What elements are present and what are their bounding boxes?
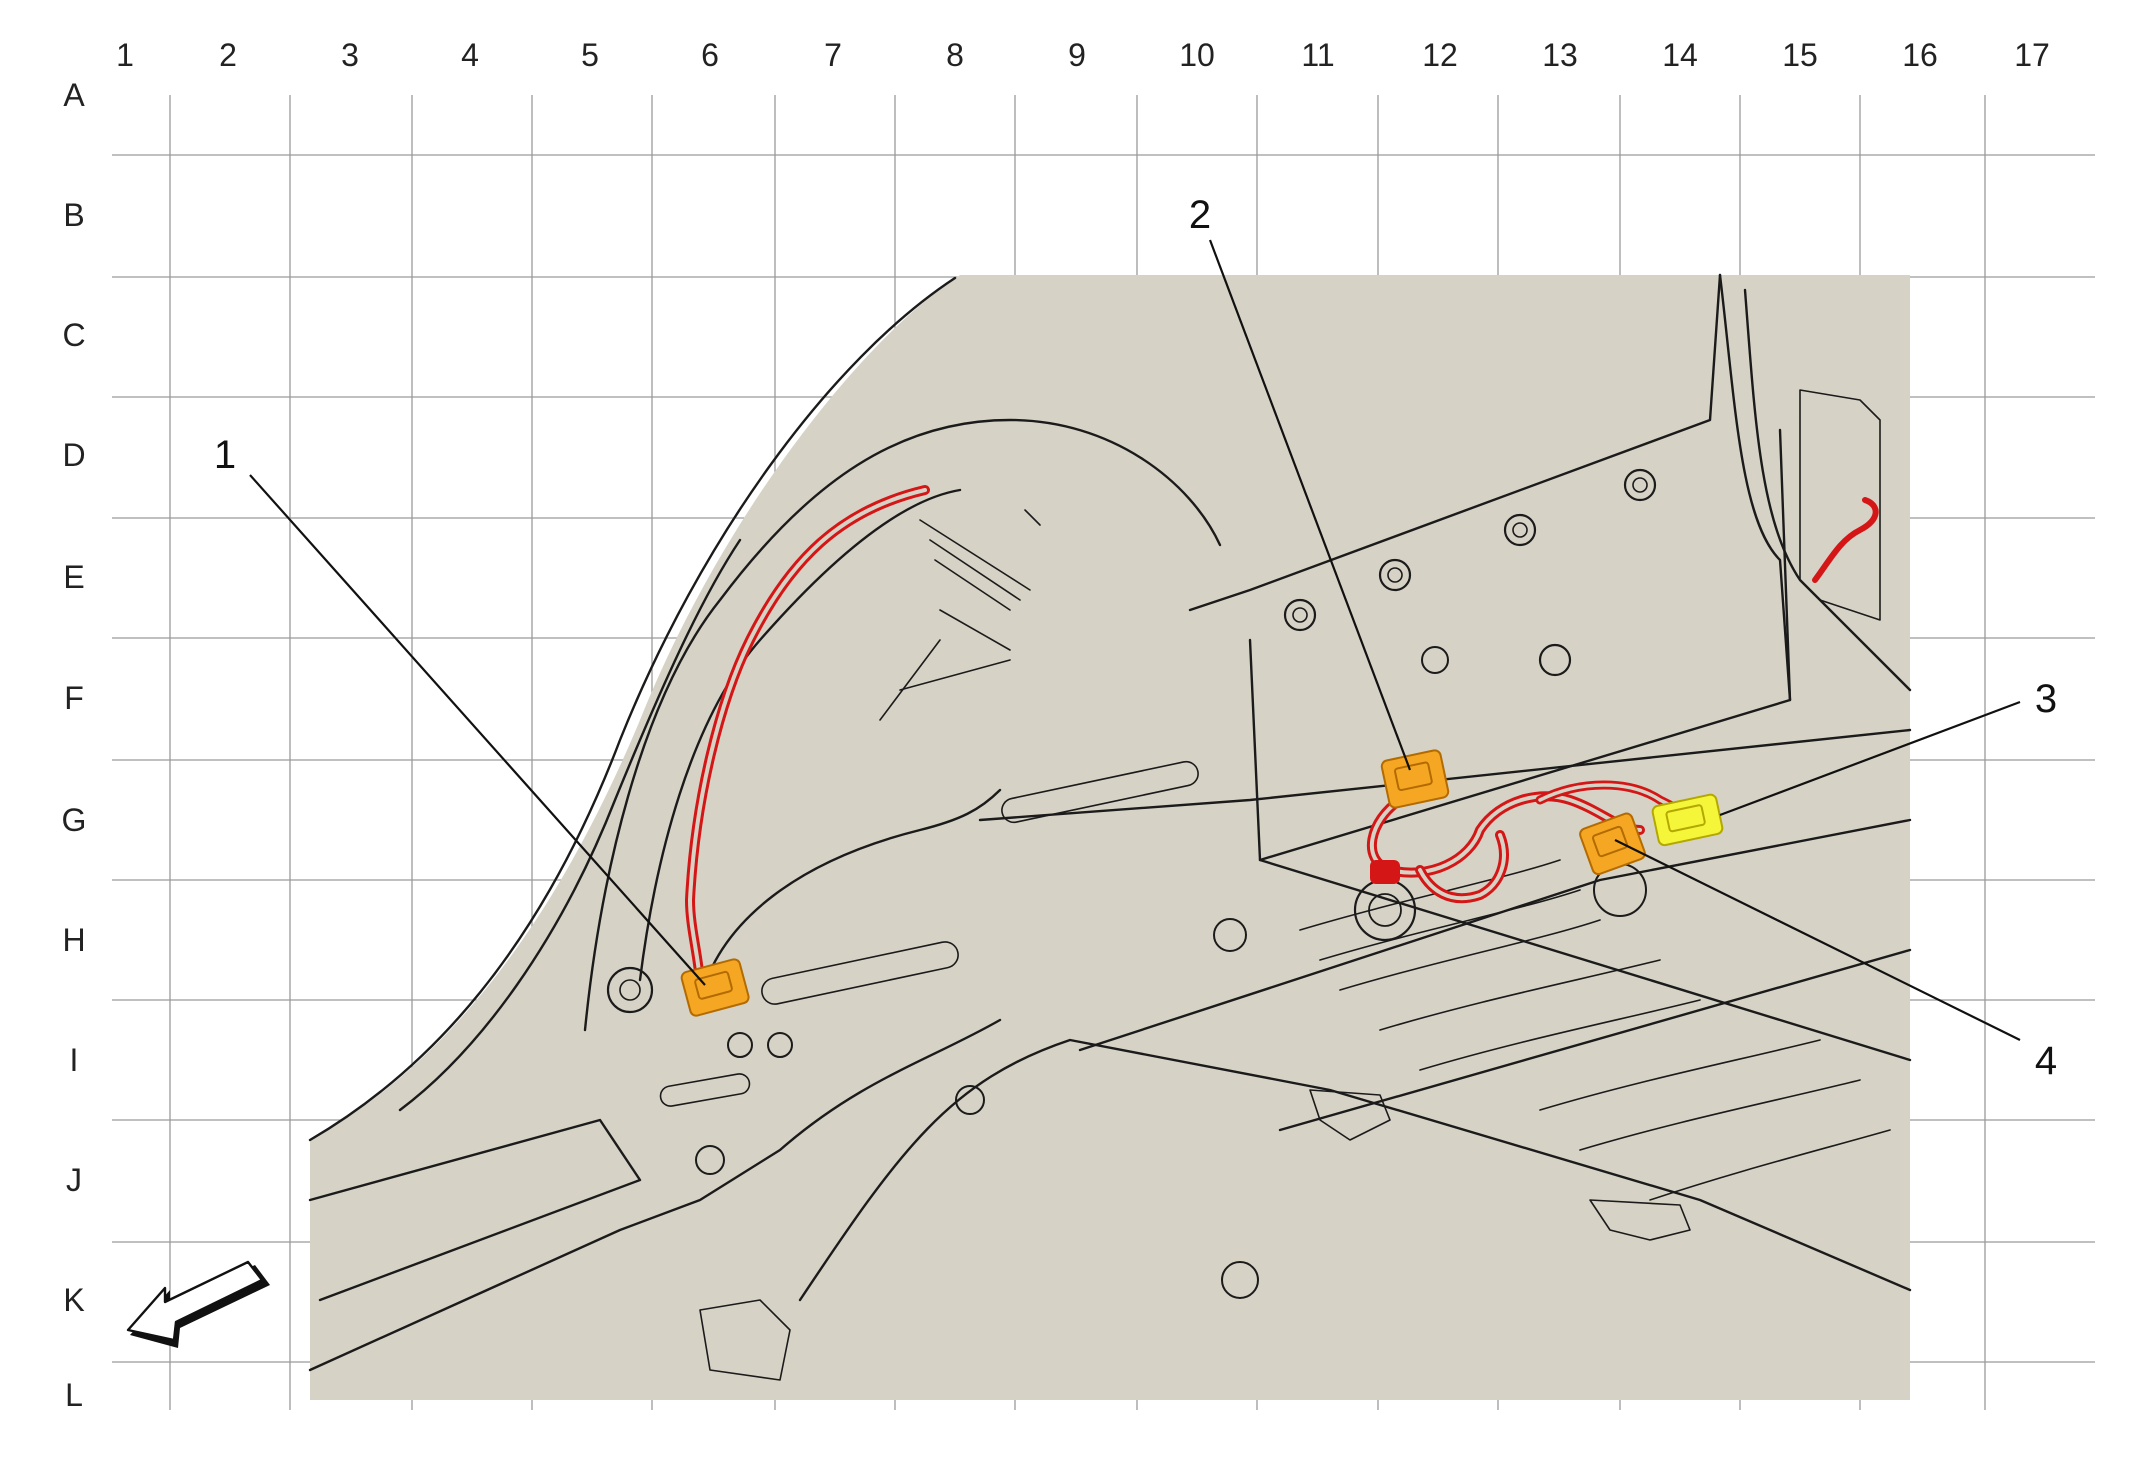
grid-column-label: 11 bbox=[1301, 37, 1334, 73]
harness-clip bbox=[1370, 860, 1400, 884]
floor-rail-upper bbox=[978, 728, 1912, 822]
rear-body-panel-lower bbox=[1248, 428, 1792, 862]
leader-2 bbox=[1208, 239, 1412, 771]
body-panel-shading bbox=[310, 275, 1910, 1400]
grid-column-label: 4 bbox=[461, 37, 479, 73]
forward-arrow-icon bbox=[126, 1260, 270, 1348]
callout-1-label: 1 bbox=[214, 433, 236, 477]
grid-row-label: C bbox=[62, 317, 85, 353]
callout-2-label: 2 bbox=[1189, 193, 1211, 237]
rear-panel-grommets bbox=[1283, 468, 1657, 677]
floor-crossmember bbox=[798, 1038, 1912, 1302]
connectors bbox=[680, 749, 1724, 1017]
grid-row-label: L bbox=[65, 1377, 83, 1413]
harness-rear-pillar-run bbox=[1812, 497, 1879, 583]
vehicle-illustration bbox=[308, 273, 1912, 1400]
grid-row-label: K bbox=[63, 1282, 84, 1318]
grid-row-label: G bbox=[62, 802, 87, 838]
slotted-stampings bbox=[659, 760, 1199, 1107]
rear-body-panel bbox=[1188, 273, 1722, 612]
grid-row-label: E bbox=[63, 559, 84, 595]
grid-row-label: I bbox=[70, 1042, 79, 1078]
grid-column-label: 6 bbox=[701, 37, 719, 73]
grid-row-label: D bbox=[62, 437, 85, 473]
wheelhouse-texture bbox=[879, 509, 1041, 721]
leader-3 bbox=[1719, 700, 2021, 817]
callout-3-label: 3 bbox=[2035, 677, 2057, 721]
grid-column-label: 9 bbox=[1068, 37, 1086, 73]
floor-rear-edge bbox=[1258, 858, 1912, 1062]
grid-column-label: 1 bbox=[116, 37, 134, 73]
grid-column-label: 3 bbox=[341, 37, 359, 73]
wiring-harness bbox=[685, 485, 1879, 995]
floor-rail-lower bbox=[1278, 948, 1912, 1132]
grid-column-label: 7 bbox=[824, 37, 842, 73]
grid-column-label: 12 bbox=[1422, 37, 1458, 73]
wheelhouse-lower-arch bbox=[698, 788, 1002, 1002]
grid-row-labels: A B C D E F G H I J K L bbox=[62, 77, 87, 1413]
lower-brackets bbox=[699, 1089, 1691, 1381]
floor-side-sill bbox=[308, 1018, 1002, 1372]
grid-column-label: 10 bbox=[1179, 37, 1215, 73]
harness-rear-run-core bbox=[1370, 794, 1642, 875]
callout-leaders bbox=[249, 239, 2021, 1041]
floor-rail-mid bbox=[1078, 818, 1912, 1052]
connector-2-icon bbox=[1380, 749, 1450, 809]
grid-column-label: 15 bbox=[1782, 37, 1818, 73]
quarter-panel-inner-edge bbox=[398, 538, 742, 1112]
harness-connector3-run-core bbox=[1538, 783, 1692, 817]
wheelhouse-arch-inner bbox=[638, 488, 962, 982]
grid-column-label: 5 bbox=[581, 37, 599, 73]
callout-labels: 1 2 3 4 bbox=[214, 193, 2057, 1083]
connector-3-icon bbox=[1651, 793, 1724, 847]
grid-column-label: 14 bbox=[1662, 37, 1698, 73]
grid-column-label: 2 bbox=[219, 37, 237, 73]
callout-4-label: 4 bbox=[2035, 1039, 2057, 1083]
frame-rail-left bbox=[308, 1118, 642, 1302]
quarter-panel-outline bbox=[308, 276, 957, 1142]
harness-branch-lower-core bbox=[1418, 833, 1506, 901]
grid-column-label: 13 bbox=[1542, 37, 1578, 73]
connector-4-icon bbox=[1579, 812, 1646, 876]
grid-row-label: B bbox=[63, 197, 84, 233]
leader-1 bbox=[249, 474, 706, 986]
pillar-edge-inner bbox=[1743, 288, 1912, 692]
grid-column-label: 8 bbox=[946, 37, 964, 73]
wheelhouse-arch-outer bbox=[583, 418, 1222, 1032]
leader-4 bbox=[1614, 839, 2021, 1041]
grid-row-label: J bbox=[66, 1162, 82, 1198]
grid-row-label: A bbox=[63, 77, 85, 113]
pillar-edge bbox=[1718, 273, 1792, 702]
grid-row-label: F bbox=[64, 680, 84, 716]
rear-panel-access-hole bbox=[1799, 389, 1881, 621]
grid-column-label: 16 bbox=[1902, 37, 1938, 73]
connector-1-icon bbox=[680, 958, 750, 1017]
harness-wheelhouse-run-core bbox=[688, 488, 927, 992]
grid-row-label: H bbox=[62, 922, 85, 958]
grid-column-label: 17 bbox=[2014, 37, 2050, 73]
